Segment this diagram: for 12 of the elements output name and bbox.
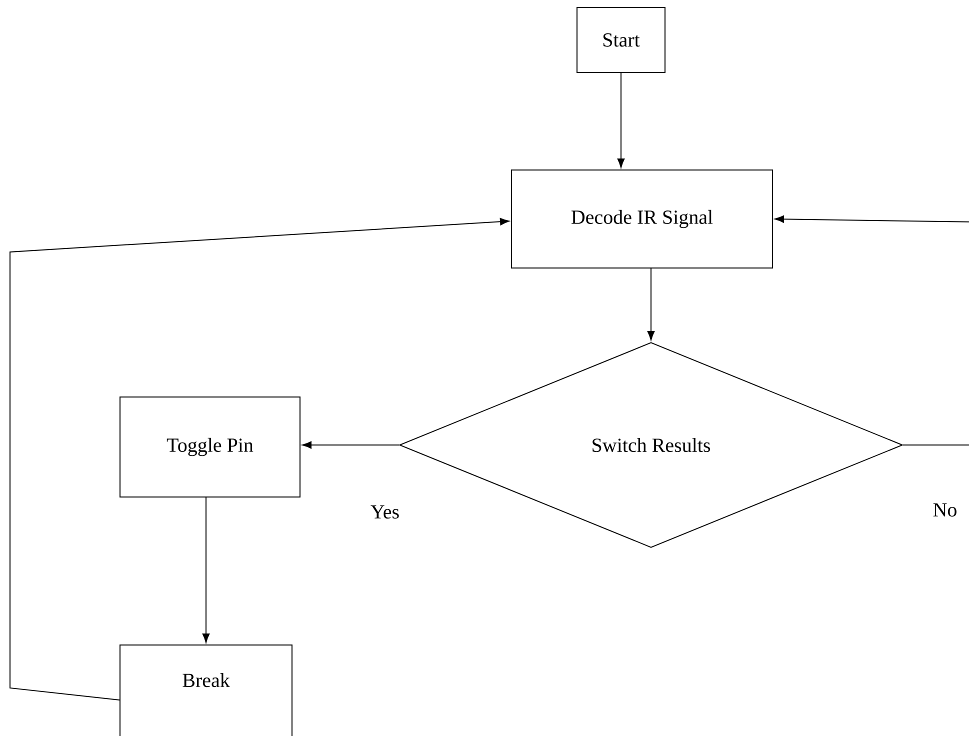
arrow xyxy=(647,268,655,340)
process-box: Break xyxy=(120,644,292,736)
arrow xyxy=(302,441,400,449)
start-box: Start xyxy=(576,7,666,73)
edge-label: No xyxy=(932,502,958,518)
arrow xyxy=(202,496,210,643)
arrow xyxy=(10,218,510,700)
arrow xyxy=(617,72,625,168)
process-box: Toggle Pin xyxy=(120,396,300,498)
edge-label: Yes xyxy=(369,504,401,520)
arrow xyxy=(774,216,969,223)
process-box: Decode IR Signal xyxy=(511,169,773,268)
